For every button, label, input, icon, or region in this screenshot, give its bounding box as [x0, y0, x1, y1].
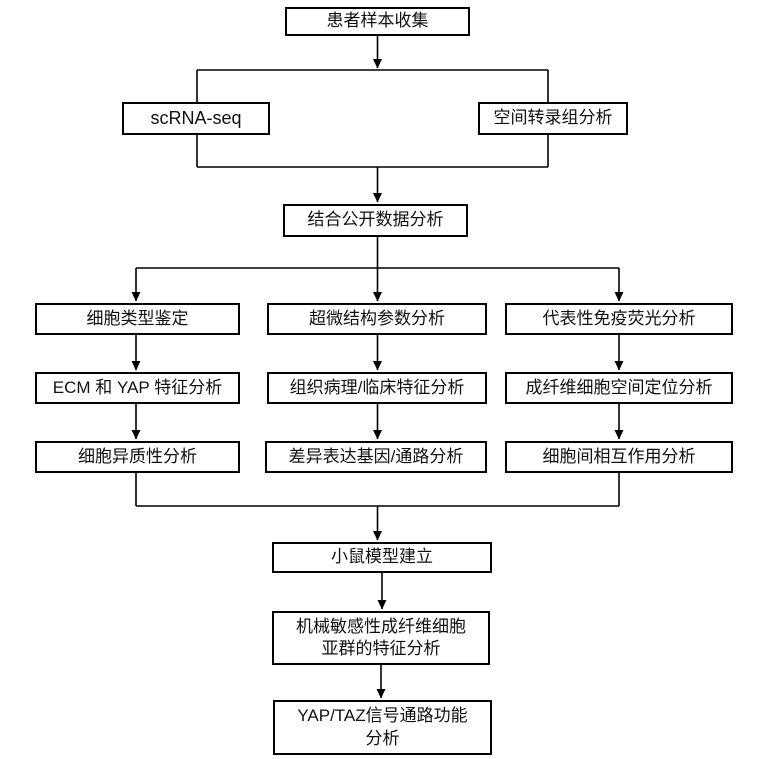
node-scrna-seq: scRNA-seq — [122, 102, 270, 135]
node-cell-type-identification: 细胞类型鉴定 — [35, 303, 240, 335]
connector-row1-row2 — [131, 335, 624, 371]
node-patient-sample: 患者样本收集 — [285, 7, 470, 36]
node-ultrastructure-analysis: 超微结构参数分析 — [267, 303, 487, 335]
connector-merge — [135, 473, 620, 541]
node-cell-heterogeneity: 细胞异质性分析 — [35, 441, 240, 473]
node-cell-interaction-analysis: 细胞间相互作用分析 — [505, 441, 733, 473]
node-yap-taz-function: YAP/TAZ信号通路功能分析 — [273, 700, 492, 755]
connector-bottom-chain — [376, 573, 387, 699]
node-fibroblast-localization: 成纤维细胞空间定位分析 — [505, 372, 733, 404]
node-ecm-yap-features: ECM 和 YAP 特征分析 — [35, 372, 240, 404]
node-mouse-model: 小鼠模型建立 — [272, 542, 492, 573]
connector-row2-row3 — [131, 404, 624, 440]
node-immunofluorescence: 代表性免疫荧光分析 — [505, 303, 733, 335]
node-public-data-analysis: 结合公开数据分析 — [283, 204, 468, 237]
node-mechanosensitive-subset: 机械敏感性成纤维细胞亚群的特征分析 — [272, 611, 490, 665]
connector-three-branch — [131, 237, 624, 302]
node-spatial-transcriptomics: 空间转录组分析 — [478, 102, 628, 135]
node-histopathology-clinical: 组织病理/临床特征分析 — [267, 372, 487, 404]
node-deg-pathway-analysis: 差异表达基因/通路分析 — [265, 441, 487, 473]
